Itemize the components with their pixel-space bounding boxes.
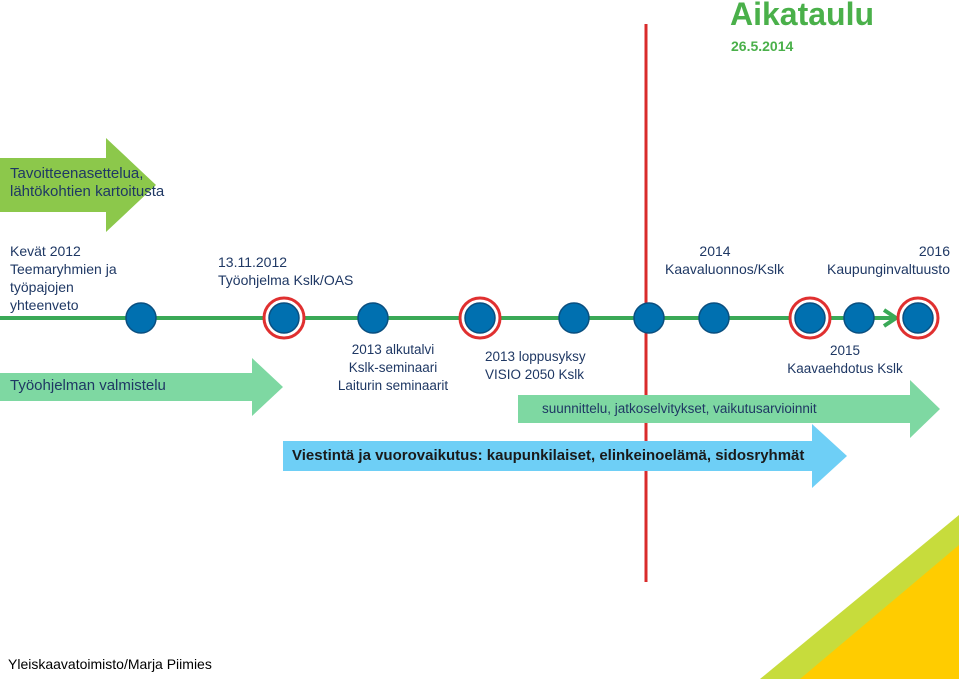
label-line: 2014 — [699, 243, 731, 259]
milestone-dot — [794, 302, 826, 334]
label-line: Kevät 2012 — [10, 243, 81, 259]
label-line: 2013 alkutalvi — [351, 342, 435, 357]
milestone-dot — [268, 302, 300, 334]
goal-arrow-label-line: Tavoitteenasettelua, — [10, 165, 144, 182]
milestone-markers — [125, 296, 940, 340]
label-line: Kaavaehdotus Kslk — [787, 361, 903, 376]
milestone-dot — [357, 302, 389, 334]
label-line: Kslk-seminaari — [348, 360, 438, 375]
milestone-dot — [698, 302, 730, 334]
page-date: 26.5.2014 — [731, 38, 794, 54]
milestone-label-2013-winter: 2013 alkutalvi Kslk-seminaari Laiturin s… — [318, 341, 468, 395]
milestone-dot — [843, 302, 875, 334]
page-title: Aikataulu — [730, 0, 875, 32]
label-line: 2015 — [829, 343, 861, 358]
footer-author: Yleiskaavatoimisto/Marja Piimies — [8, 656, 212, 672]
timeline-arrowhead — [882, 308, 900, 328]
label-line: Kaavaluonnos/Kslk — [665, 261, 785, 277]
communication-arrow — [283, 424, 847, 488]
label-line: 2013 loppusyksy — [485, 349, 586, 364]
milestone-label-work-program: 13.11.2012 Työohjelma Kslk/OAS — [218, 253, 353, 289]
goal-arrow — [0, 138, 156, 232]
label-line: Laiturin seminaarit — [337, 378, 449, 393]
goal-arrow-label: Tavoitteenasettelua, lähtökohtien kartoi… — [10, 165, 164, 201]
label-line: yhteenveto — [10, 297, 79, 313]
planning-arrow-label: suunnittelu, jatkoselvitykset, vaikutusa… — [542, 401, 817, 416]
corner-decoration-yellow — [800, 545, 959, 679]
work-program-arrow-label: Työohjelman valmistelu — [10, 377, 166, 394]
milestone-label-2016: 2016 Kaupunginvaltuusto — [800, 242, 950, 278]
milestone-dot — [902, 302, 934, 334]
planning-arrow — [518, 380, 940, 438]
milestone-label-2013-autumn: 2013 loppusyksy VISIO 2050 Kslk — [485, 348, 586, 384]
milestone-dot — [464, 302, 496, 334]
milestone-dot — [125, 302, 157, 334]
label-line: Teemaryhmien ja — [10, 261, 117, 277]
milestone-label-spring-2012: Kevät 2012 Teemaryhmien ja työpajojen yh… — [10, 242, 117, 314]
label-line: työpajojen — [10, 279, 74, 295]
communication-arrow-label: Viestintä ja vuorovaikutus: kaupunkilais… — [292, 447, 805, 464]
label-line: 13.11.2012 — [218, 254, 288, 270]
work-program-arrow — [0, 358, 283, 416]
label-line: 2016 — [918, 243, 950, 259]
label-line: Kaupunginvaltuusto — [827, 261, 950, 277]
milestone-dot — [633, 302, 665, 334]
milestone-label-2014: 2014 Kaavaluonnos/Kslk — [665, 242, 785, 278]
milestone-dot — [558, 302, 590, 334]
label-line: Työohjelma Kslk/OAS — [218, 272, 354, 288]
goal-arrow-label-line: lähtökohtien kartoitusta — [10, 183, 165, 200]
label-line: VISIO 2050 Kslk — [485, 367, 585, 382]
milestone-label-2015: 2015 Kaavaehdotus Kslk — [770, 342, 920, 378]
